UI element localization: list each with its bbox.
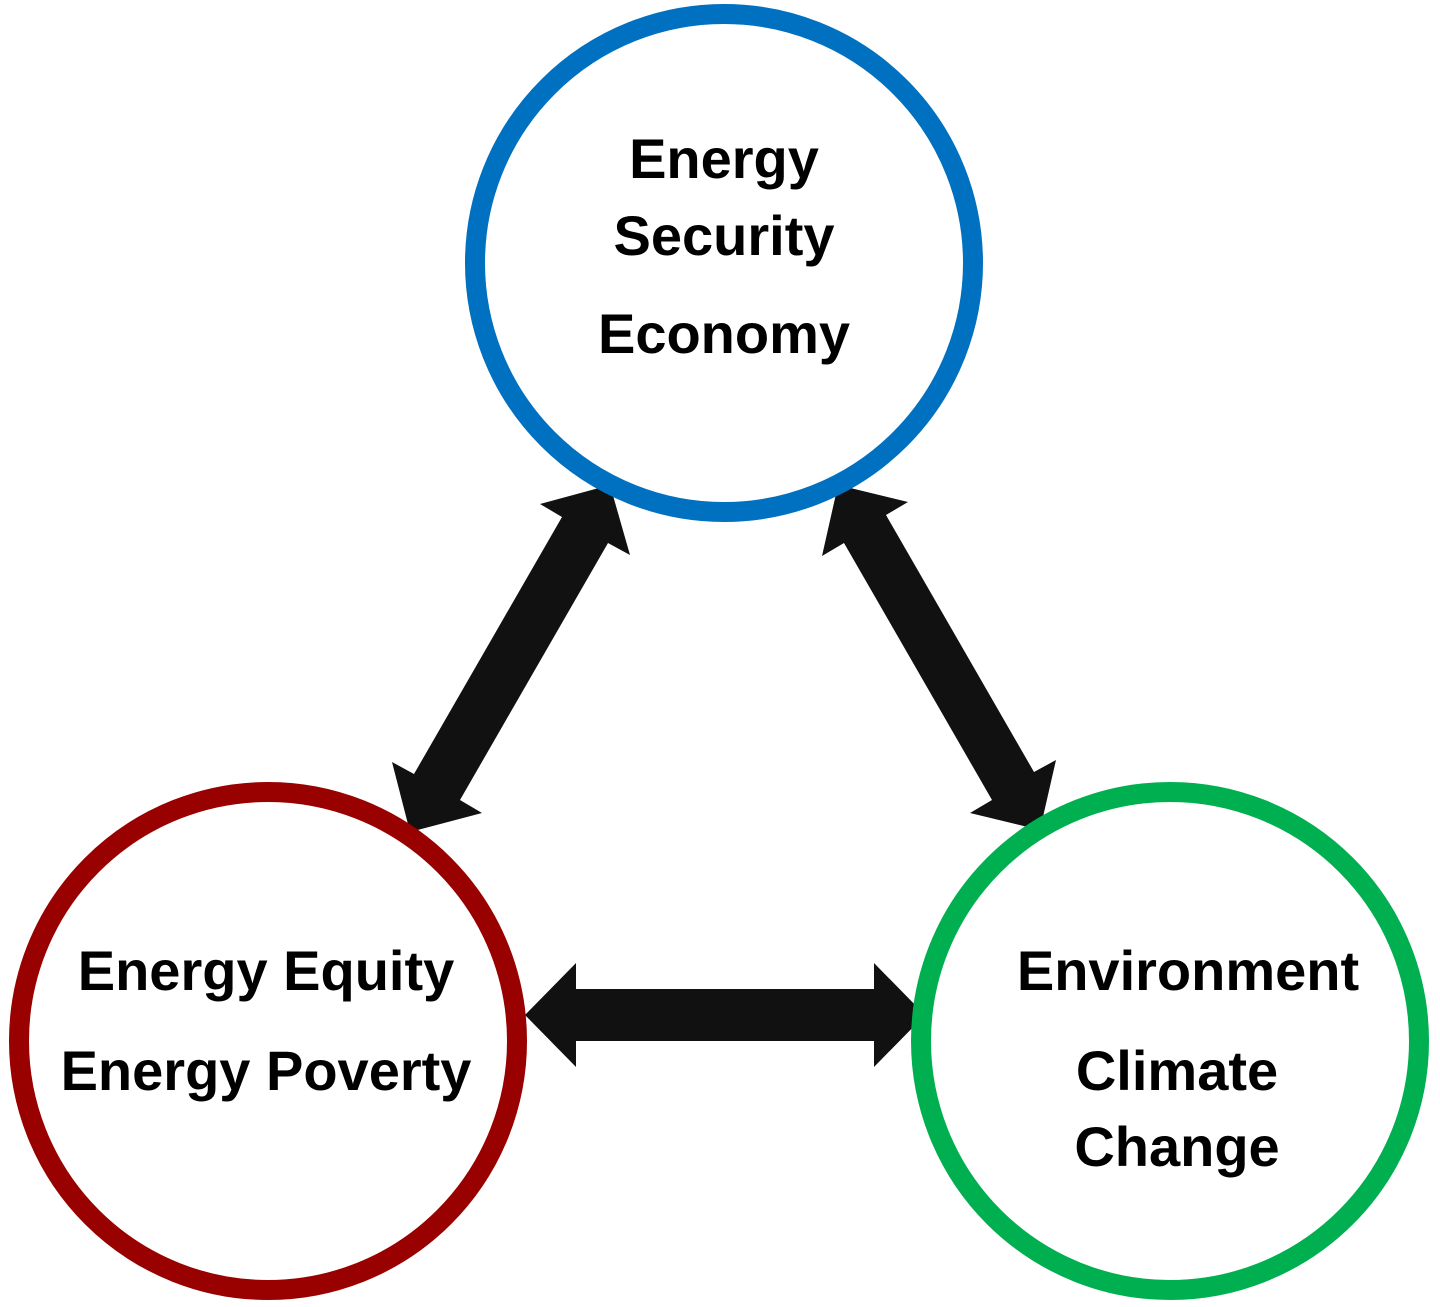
label-climate: Climate: [1076, 1039, 1278, 1102]
label-energy-equity: Energy Equity: [78, 939, 455, 1002]
circles-layer: [9, 4, 1429, 1300]
label-change: Change: [1074, 1115, 1279, 1178]
label-economy: Economy: [598, 302, 850, 365]
right-node-labels: Environment Climate Change: [1017, 939, 1359, 1178]
label-environment: Environment: [1017, 939, 1359, 1002]
left-node-labels: Energy Equity Energy Poverty: [61, 939, 472, 1102]
double-arrow-top-left: [392, 485, 630, 832]
double-arrow-left-right: [525, 963, 925, 1067]
label-security: Security: [614, 204, 835, 267]
circle-energy-equity: [9, 782, 527, 1300]
label-energy-poverty: Energy Poverty: [61, 1039, 472, 1102]
circle-environment: [911, 782, 1429, 1300]
circle-energy-security: [465, 4, 983, 522]
top-node-labels: Energy Security Economy: [598, 127, 850, 365]
label-energy: Energy: [629, 127, 819, 190]
double-arrow-top-right: [822, 485, 1056, 830]
arrows-layer: [392, 485, 1056, 1067]
